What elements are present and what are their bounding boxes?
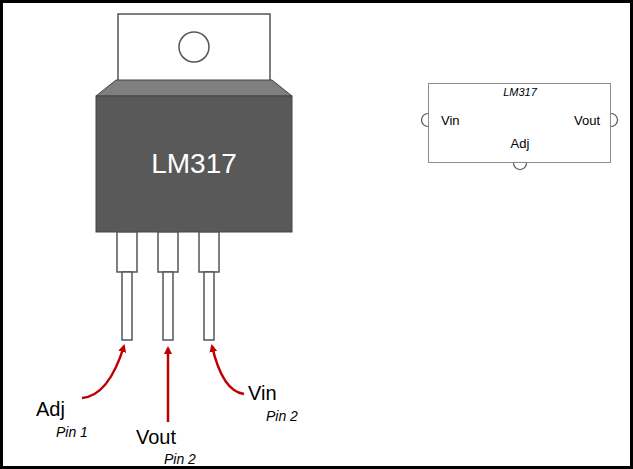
package-body — [96, 96, 292, 232]
leads — [117, 232, 219, 340]
pointer-arrows — [82, 346, 244, 422]
pin-name: Vout — [574, 113, 600, 128]
block-title: LM317 — [503, 86, 537, 98]
package-body-label: LM317 — [96, 96, 292, 232]
pin-number: Pin 2 — [164, 451, 196, 467]
part-number: LM317 — [151, 148, 237, 180]
pin-number: Pin 1 — [56, 424, 88, 440]
pin-name: Vout — [136, 426, 176, 449]
pin-name: Vin — [441, 113, 460, 128]
mounting-hole — [179, 32, 209, 62]
pin-name: Vin — [248, 382, 277, 405]
body-bevel — [96, 80, 292, 96]
metal-tab — [118, 14, 270, 82]
pin-name: Adj — [511, 136, 530, 151]
pin-number: Pin 2 — [266, 408, 298, 424]
schematic-block: LM317Vin VoutAdj — [428, 83, 611, 163]
pin-name: Adj — [36, 398, 65, 421]
